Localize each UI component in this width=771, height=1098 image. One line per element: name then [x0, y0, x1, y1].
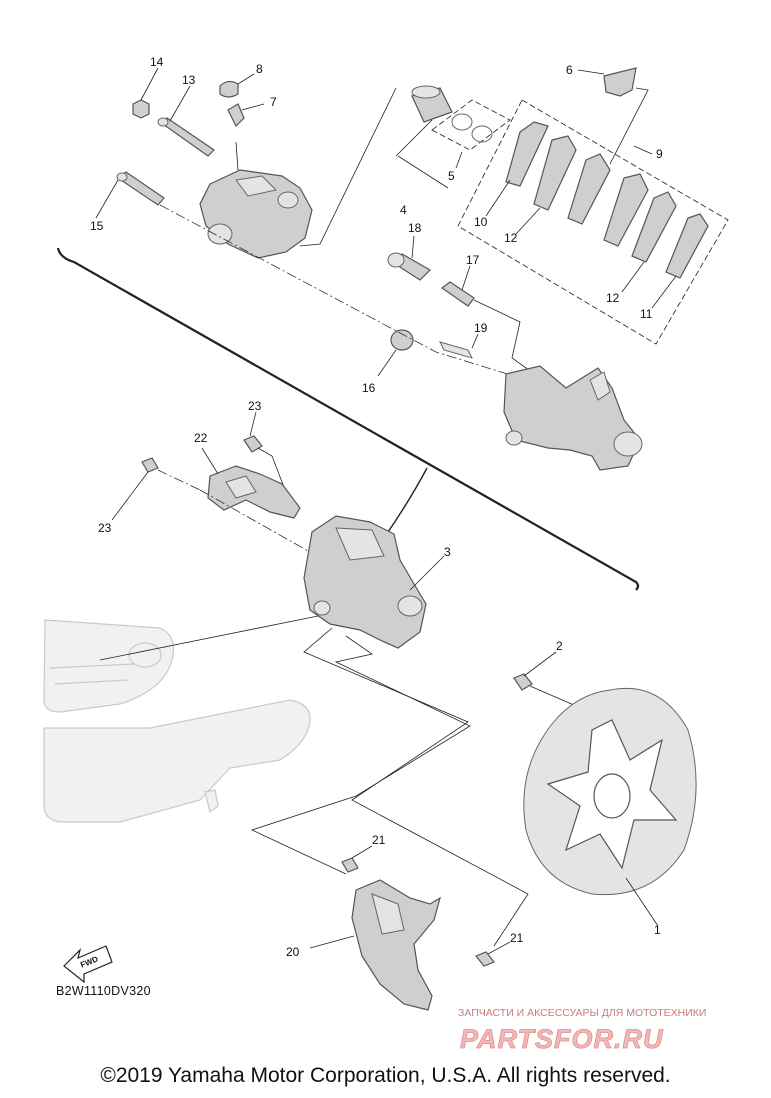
diagram-code: B2W1110DV320 — [56, 984, 151, 998]
callout-23b: 23 — [98, 521, 112, 535]
callout-16: 16 — [362, 381, 376, 395]
part-8-bleed-cap — [219, 73, 255, 98]
callout-6: 6 — [566, 63, 573, 77]
copyright-notice: ©2019 Yamaha Motor Corporation, U.S.A. A… — [100, 1064, 671, 1087]
fwd-arrow: FWD — [63, 945, 113, 984]
leader-caliper-route-2 — [250, 635, 471, 875]
brake-pads — [505, 121, 709, 279]
watermark: ЗАПЧАСТИ И АКСЕССУАРЫ ДЛЯ МОТОТЕХНИКИ PA… — [458, 1007, 706, 1054]
callout-23a: 23 — [248, 399, 262, 413]
axis-line-23 — [199, 489, 311, 553]
callout-9: 9 — [656, 147, 663, 161]
leader-caliper-to-swingarm — [99, 615, 319, 661]
axis-line-15 — [159, 204, 541, 385]
part-22-caliper-guard — [201, 447, 301, 519]
part-17-bracket-pin — [440, 265, 541, 379]
callout-11: 11 — [640, 307, 653, 321]
part-5-seal-kit — [431, 99, 511, 169]
part-3-caliper-assembly — [303, 515, 445, 649]
callout-13: 13 — [182, 73, 196, 87]
part-9-pad-kit — [457, 99, 729, 345]
callout-5: 5 — [448, 169, 455, 183]
leader-pad-11 — [651, 275, 677, 309]
callout-21a: 21 — [372, 833, 386, 847]
part-16-boot — [377, 329, 414, 377]
caliper-bracket-upper — [503, 365, 643, 471]
leader-caliper-route — [303, 627, 529, 947]
callout-10: 10 — [474, 215, 488, 229]
part-7-bleed-screw — [227, 103, 265, 128]
part-13-pad-pin — [157, 85, 215, 157]
part-1-brake-disc — [523, 687, 697, 927]
leader-caliper-to-piston — [299, 87, 397, 247]
callout-22: 22 — [194, 431, 208, 445]
caliper-housing-upper — [199, 141, 313, 259]
callout-17: 17 — [466, 253, 480, 267]
part-21-bolt-a — [341, 845, 373, 873]
watermark-brand: PARTSFOR.RU — [460, 1024, 664, 1054]
callout-4: 4 — [400, 203, 407, 217]
callout-15: 15 — [90, 219, 104, 233]
callout-labels: 1 2 3 4 5 6 7 8 9 10 11 12 12 13 14 15 1… — [90, 55, 663, 959]
group-divider-line — [56, 247, 640, 591]
swingarm-ghost — [43, 619, 311, 823]
part-21-bolt-b — [475, 941, 511, 967]
watermark-tagline: ЗАПЧАСТИ И АКСЕССУАРЫ ДЛЯ МОТОТЕХНИКИ — [458, 1007, 706, 1019]
callout-18: 18 — [408, 221, 422, 235]
leader-pad-10 — [485, 179, 511, 217]
callout-3: 3 — [444, 545, 451, 559]
part-4-piston — [395, 85, 453, 189]
part-15-slide-pin — [95, 171, 165, 219]
callout-21b: 21 — [510, 931, 524, 945]
callout-1: 1 — [654, 923, 661, 937]
callout-12a: 12 — [504, 231, 518, 245]
part-19-clip — [439, 333, 479, 359]
callout-14: 14 — [150, 55, 164, 69]
callout-7: 7 — [270, 95, 277, 109]
part-18-bush — [387, 235, 431, 281]
callout-19: 19 — [474, 321, 488, 335]
callout-2: 2 — [556, 639, 563, 653]
part-14-cap-nut — [132, 67, 159, 119]
callout-8: 8 — [256, 62, 263, 76]
part-20-disc-guard — [309, 879, 441, 1011]
callout-20: 20 — [286, 945, 300, 959]
leader-pad-12a — [515, 207, 541, 235]
callout-12b: 12 — [606, 291, 620, 305]
leader-pad-12b — [621, 261, 645, 293]
part-23-bolt-b — [111, 457, 201, 521]
part-6-pad-spring — [577, 67, 649, 165]
